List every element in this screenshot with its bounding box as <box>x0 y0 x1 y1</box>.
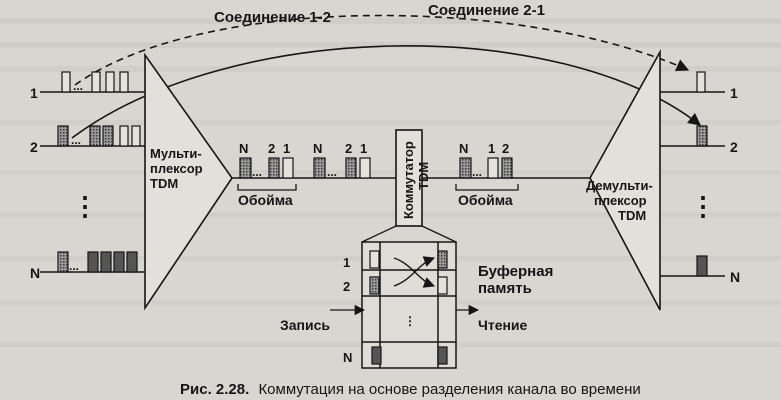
left-frame-packets <box>239 157 294 179</box>
right-frame-slot-n: N <box>459 141 468 156</box>
output-channel-2-label: 2 <box>730 139 738 155</box>
left-frame-slot-2: 2 <box>268 141 275 156</box>
input-packets-chn <box>57 251 138 273</box>
connection-arc-1-2 <box>74 14 690 86</box>
zoom-line-left <box>361 225 397 243</box>
output-channels <box>660 91 725 277</box>
connection-label-2-1: Соединение 2-1 <box>428 2 545 19</box>
middle-frame-slot-2: 2 <box>345 141 352 156</box>
figure-caption-text: Коммутация на основе разделения канала в… <box>258 381 640 398</box>
output-channel-n-label: N <box>730 269 740 285</box>
multiplexer-shape <box>144 52 233 311</box>
zoom-line-right <box>421 225 457 243</box>
tdm-switch-label-tdm: TDM <box>416 162 431 190</box>
input-channels <box>40 91 145 273</box>
middle-frame-slot-1: 1 <box>360 141 367 156</box>
demultiplexer-label-line2: плексор <box>594 193 647 208</box>
input-channel-2-label: 2 <box>30 139 38 155</box>
buffer-row-1-label: 1 <box>343 255 350 270</box>
left-frame-label: Обойма <box>238 192 293 208</box>
input-channel-n-label: N <box>30 265 40 281</box>
right-frame-packets <box>459 157 513 179</box>
tdm-switch-box <box>395 129 423 227</box>
tdm-switch-label: Коммутатор <box>401 141 416 219</box>
right-frame-slot-2: 2 <box>502 141 509 156</box>
input-packets-ch2 <box>57 125 141 147</box>
input-packets-ch1-ellipsis: ... <box>73 79 83 93</box>
input-channel-dots: ⋮ <box>72 191 98 221</box>
buffer-memory-label-line1: Буферная <box>478 263 553 280</box>
buffer-row-2-label: 2 <box>343 279 350 294</box>
output-packets <box>696 71 708 277</box>
middle-frame-ellipsis: ... <box>327 165 337 179</box>
right-frame-bracket <box>455 184 519 191</box>
input-packets-ch1 <box>61 71 129 93</box>
input-channel-1-label: 1 <box>30 85 38 101</box>
figure-caption: Рис. 2.28. Коммутация на основе разделен… <box>180 381 641 398</box>
multiplexer-label-line1: Мульти- <box>150 146 202 161</box>
middle-frame-slot-n: N <box>313 141 322 156</box>
middle-frame-packets <box>313 157 371 179</box>
buffer-packets <box>369 250 448 365</box>
output-channel-dots: ⋮ <box>690 191 716 221</box>
left-frame-slot-n: N <box>239 141 248 156</box>
demultiplexer-label-line1: Демульти- <box>586 178 653 193</box>
connection-label-1-2: Соединение 1-2 <box>214 9 331 26</box>
multiplexer-label-line3: TDM <box>150 176 178 191</box>
buffer-cross-arrow-2 <box>393 256 436 287</box>
figure-number: Рис. 2.28. <box>180 381 249 398</box>
buffer-row-n-label: N <box>343 350 352 365</box>
buffer-dots: ⋮ <box>404 314 416 328</box>
left-frame-ellipsis: ... <box>252 165 262 179</box>
left-frame-slot-1: 1 <box>283 141 290 156</box>
input-packets-chn-ellipsis: ... <box>69 259 79 273</box>
right-frame-label: Обойма <box>458 192 513 208</box>
buffer-memory-label-line2: память <box>478 280 532 297</box>
right-frame-slot-1: 1 <box>488 141 495 156</box>
write-label: Запись <box>280 317 330 333</box>
input-packets-ch2-ellipsis: ... <box>71 133 81 147</box>
read-label: Чтение <box>478 317 528 333</box>
left-frame-bracket <box>237 184 297 191</box>
demultiplexer-label-line3: TDM <box>618 208 646 223</box>
demultiplexer-shape <box>589 48 661 311</box>
output-channel-1-label: 1 <box>730 85 738 101</box>
multiplexer-label-line2: плексор <box>150 161 203 176</box>
right-frame-ellipsis: ... <box>472 165 482 179</box>
